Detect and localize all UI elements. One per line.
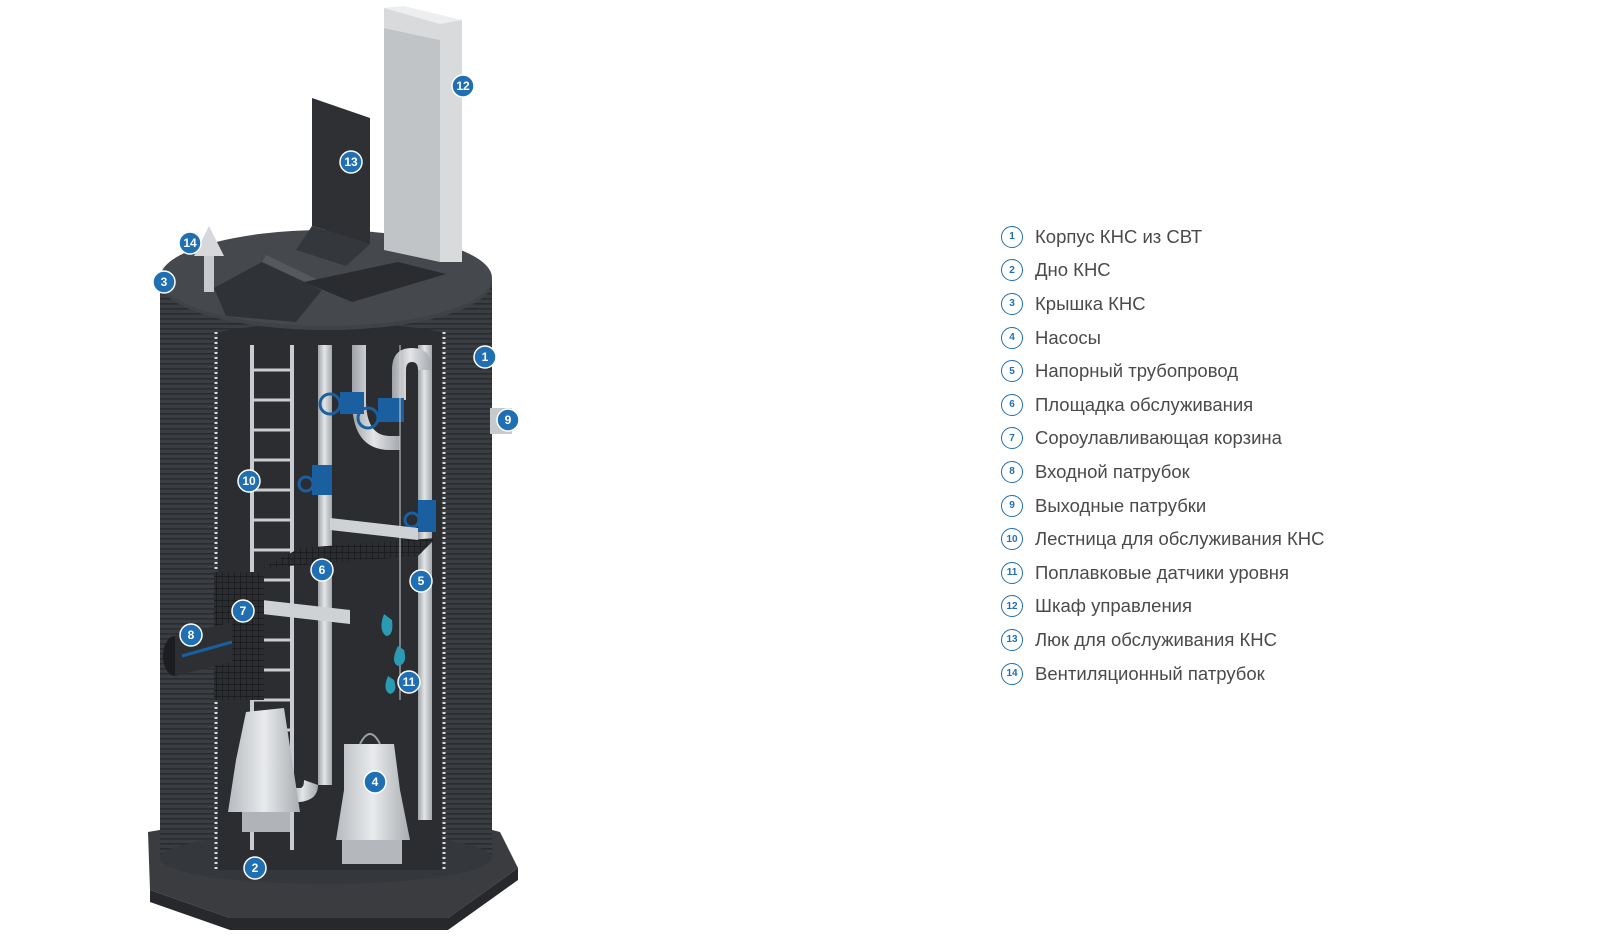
service-hatch [312,98,370,244]
callout-marker: 1 [473,345,497,369]
legend-number-badge: 12 [1001,595,1023,618]
legend-label: Лестница для обслуживания КНС [1035,528,1325,550]
callout-circle [363,770,387,794]
float-sensors [381,345,406,700]
callout-number: 11 [403,675,416,689]
callout-circle [496,408,520,432]
callout-circle [179,623,203,647]
callout-marker: 9 [496,408,520,432]
legend-number-badge: 3 [1001,292,1023,315]
callout-number: 7 [240,604,247,618]
callout-number: 8 [188,628,195,642]
callout-marker: 6 [310,558,334,582]
legend-label: Площадка обслуживания [1035,393,1254,415]
legend-number-badge: 5 [1001,360,1023,383]
callout-marker: 10 [237,469,261,493]
legend-item: 3 Крышка КНС [1001,287,1324,321]
legend-item: 6 Площадка обслуживания [1001,388,1324,422]
legend-number-badge: 8 [1001,460,1023,483]
legend-label: Вентиляционный патрубок [1035,662,1265,684]
callout-marker: 4 [363,770,387,794]
legend-label: Насосы [1035,326,1101,348]
legend-number-badge: 4 [1001,326,1023,349]
callout-number: 5 [418,574,425,588]
legend-item: 1 Корпус КНС из СВТ [1001,220,1324,254]
callout-circle [243,856,267,880]
callout-marker: 3 [152,270,176,294]
callout-marker: 2 [243,856,267,880]
legend-item: 8 Входной патрубок [1001,455,1324,489]
legend-item: 10 Лестница для обслуживания КНС [1001,522,1324,556]
vent-pipe [204,252,214,292]
legend-number-badge: 13 [1001,628,1023,651]
callout-number: 1 [482,350,489,364]
legend-item: 12 Шкаф управления [1001,590,1324,624]
legend-number-badge: 1 [1001,225,1023,248]
legend-label: Крышка КНС [1035,292,1146,314]
callout-number: 9 [505,413,512,427]
legend-label: Напорный трубопровод [1035,360,1239,382]
legend-label: Люк для обслуживания КНС [1035,628,1277,650]
legend-number-badge: 7 [1001,427,1023,450]
legend-number-badge: 14 [1001,662,1023,685]
callout-circle [339,150,363,174]
legend-item: 13 Люк для обслуживания КНС [1001,623,1324,657]
callout-circle [397,670,421,694]
callout-circle [152,270,176,294]
legend-number-badge: 11 [1001,561,1023,584]
hatch-lid [214,262,322,322]
legend-item: 4 Насосы [1001,321,1324,355]
legend-item: 2 Дно КНС [1001,254,1324,288]
legend-label: Корпус КНС из СВТ [1035,225,1203,247]
legend-label: Выходные патрубки [1035,494,1207,516]
callout-number: 10 [242,474,256,488]
legend-label: Поплавковые датчики уровня [1035,561,1290,583]
legend-item: 14 Вентиляционный патрубок [1001,657,1324,691]
callout-number: 4 [372,775,379,789]
control-cabinet [384,8,462,262]
legend-label: Входной патрубок [1035,460,1190,482]
callout-circle [451,74,475,98]
callout-circle [237,469,261,493]
callout-circle [231,599,255,623]
legend-item: 7 Сороулавливающая корзина [1001,422,1324,456]
legend-label: Дно КНС [1035,259,1111,281]
callout-circle [178,231,202,255]
legend-number-badge: 2 [1001,259,1023,282]
legend-number-badge: 10 [1001,528,1023,551]
legend-label: Сороулавливающая корзина [1035,427,1282,449]
callout-circle [409,569,433,593]
callout-marker: 14 [178,231,202,255]
callout-number: 3 [161,275,168,289]
callout-marker: 12 [451,74,475,98]
callout-marker: 11 [397,670,421,694]
legend-item: 9 Выходные патрубки [1001,489,1324,523]
callout-marker: 5 [409,569,433,593]
callout-number: 6 [319,563,326,577]
callout-number: 13 [344,155,358,169]
legend-number-badge: 6 [1001,393,1023,416]
callout-number: 12 [456,79,470,93]
callout-marker: 7 [231,599,255,623]
legend-item: 5 Напорный трубопровод [1001,354,1324,388]
callout-marker: 8 [179,623,203,647]
callout-marker: 13 [339,150,363,174]
callout-number: 2 [252,861,259,875]
callout-number: 14 [183,236,197,250]
legend-item: 11 Поплавковые датчики уровня [1001,556,1324,590]
callout-circle [310,558,334,582]
service-platform [262,538,436,568]
legend-number-badge: 9 [1001,494,1023,517]
callout-circle [473,345,497,369]
legend-label: Шкаф управления [1035,595,1193,617]
